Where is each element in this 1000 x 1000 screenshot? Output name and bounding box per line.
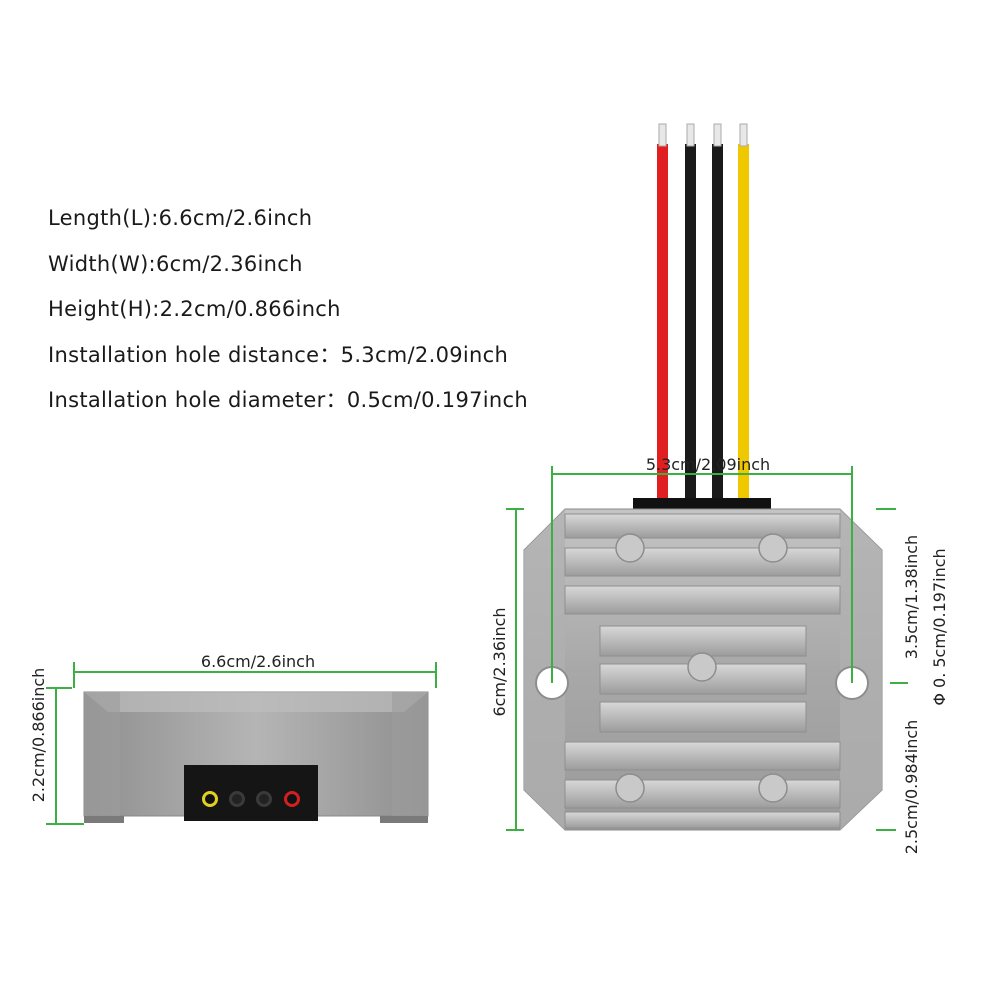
spec-hole-diameter-label: Installation hole diameter：: [48, 388, 347, 412]
side-length-dimension: [73, 662, 437, 688]
heatsink-fins: [564, 513, 841, 829]
upper-offset-label: 3.5cm/1.38inch: [902, 535, 921, 659]
wire-black-1: [685, 144, 696, 502]
wire-tip-4: [739, 123, 748, 147]
spec-length-value: 6.6cm/2.6inch: [158, 206, 313, 230]
side-length-label: 6.6cm/2.6inch: [201, 652, 315, 671]
width-label: 6cm/2.36inch: [490, 607, 509, 716]
wire-black-2: [712, 144, 723, 502]
spec-height-value: 2.2cm/0.866inch: [159, 297, 341, 321]
led-yellow: [202, 791, 218, 807]
spec-width-value: 6cm/2.36inch: [155, 251, 303, 276]
hole-distance-label: 5.3cm/2.09inch: [646, 455, 770, 474]
led-black-1: [229, 791, 245, 807]
side-foot-right: [380, 816, 428, 823]
spec-length-label: Length(L):: [48, 206, 159, 230]
spec-hole-diameter-value: 0.5cm/0.197inch: [346, 388, 528, 412]
side-view: 6.6cm/2.6inch 2.2cm/0.866inch: [29, 652, 437, 825]
hole-diameter-label: Φ 0. 5cm/0.197inch: [930, 548, 949, 705]
led-red: [284, 791, 300, 807]
wire-red: [657, 144, 668, 502]
side-flange-left: [84, 692, 120, 816]
side-foot-left: [84, 816, 124, 823]
spec-hole-distance-label: Installation hole distance：: [48, 342, 341, 367]
wire-grommet: [633, 498, 771, 510]
boss-top-left: [615, 533, 645, 563]
side-flange-right: [392, 692, 428, 816]
wire-tip-3: [713, 123, 722, 147]
wires: [633, 123, 771, 510]
led-black-2: [256, 791, 272, 807]
boss-bottom-right: [758, 773, 788, 803]
boss-top-right: [758, 533, 788, 563]
lower-offset-label: 2.5cm/0.984inch: [902, 720, 921, 855]
boss-bottom-left: [615, 773, 645, 803]
hole-offset-dimension: [876, 508, 908, 831]
hole-distance-dimension: [551, 466, 853, 683]
wire-tip-1: [658, 123, 667, 147]
spec-hole-distance-value: 5.3cm/2.09inch: [340, 342, 509, 367]
spec-hole-distance: Installation hole distance：5.3cm/2.09inc…: [48, 333, 528, 379]
spec-width-label: Width(W):: [48, 251, 156, 276]
spec-height: Height(H):2.2cm/0.866inch: [48, 287, 528, 333]
width-dimension: [506, 508, 524, 831]
boss-center: [687, 652, 717, 682]
side-height-dimension: [46, 687, 84, 825]
top-view: 5.3cm/2.09inch 6cm/2.36inch 3.5cm/1.38in…: [490, 123, 949, 855]
spec-list: Length(L):6.6cm/2.6inch Width(W):6cm/2.3…: [48, 196, 528, 424]
spec-height-label: Height(H):: [48, 297, 160, 321]
spec-hole-diameter: Installation hole diameter：0.5cm/0.197in…: [48, 378, 528, 424]
wire-yellow: [738, 144, 749, 502]
connector-block: [184, 765, 318, 821]
side-housing-top: [84, 692, 428, 712]
side-height-label: 2.2cm/0.866inch: [29, 668, 48, 803]
spec-length: Length(L):6.6cm/2.6inch: [48, 196, 528, 242]
spec-width: Width(W):6cm/2.36inch: [48, 242, 528, 288]
wire-tip-2: [686, 123, 695, 147]
